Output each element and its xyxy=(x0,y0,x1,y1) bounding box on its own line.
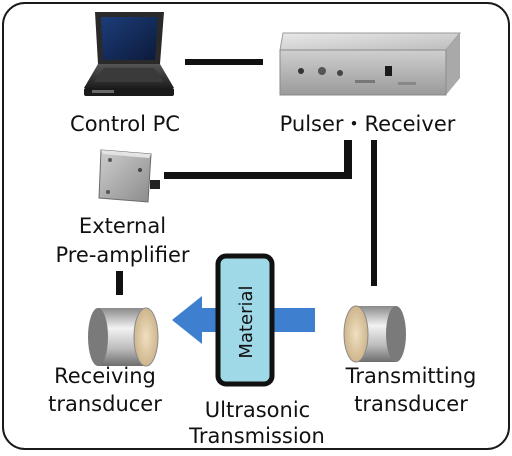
preamp-label-line1: External xyxy=(78,214,167,238)
transmission-label-line1: Ultrasonic xyxy=(204,398,311,422)
material-block xyxy=(215,253,275,387)
preamplifier-box-icon xyxy=(98,149,160,203)
receiving-label-line2: transducer xyxy=(48,392,162,416)
material-label: Material xyxy=(236,285,257,358)
wire-pulser-to-preamp-horizontal xyxy=(164,172,352,179)
control-pc-label: Control PC xyxy=(70,112,180,136)
wire-preamp-to-receiver xyxy=(116,271,123,295)
laptop-icon xyxy=(84,12,174,96)
pulser-receiver-label: Pulser・Receiver xyxy=(279,112,456,136)
preamp-label-line2: Pre-amplifier xyxy=(55,243,190,267)
transmission-label-line2: Transmission xyxy=(189,424,325,448)
transmitting-label-line2: transducer xyxy=(354,392,468,416)
wire-pc-to-pulser xyxy=(185,59,263,65)
connection-wires xyxy=(116,59,377,295)
wire-pulser-to-preamp-vertical xyxy=(344,140,352,179)
receiving-label-line1: Receiving xyxy=(54,364,156,388)
pulser-receiver-icon xyxy=(279,32,462,96)
wire-pulser-to-transmitter xyxy=(371,140,377,286)
transmitting-label-line1: Transmitting xyxy=(345,364,477,388)
transmitting-transducer-icon xyxy=(343,305,406,363)
receiving-transducer-icon xyxy=(88,307,159,367)
